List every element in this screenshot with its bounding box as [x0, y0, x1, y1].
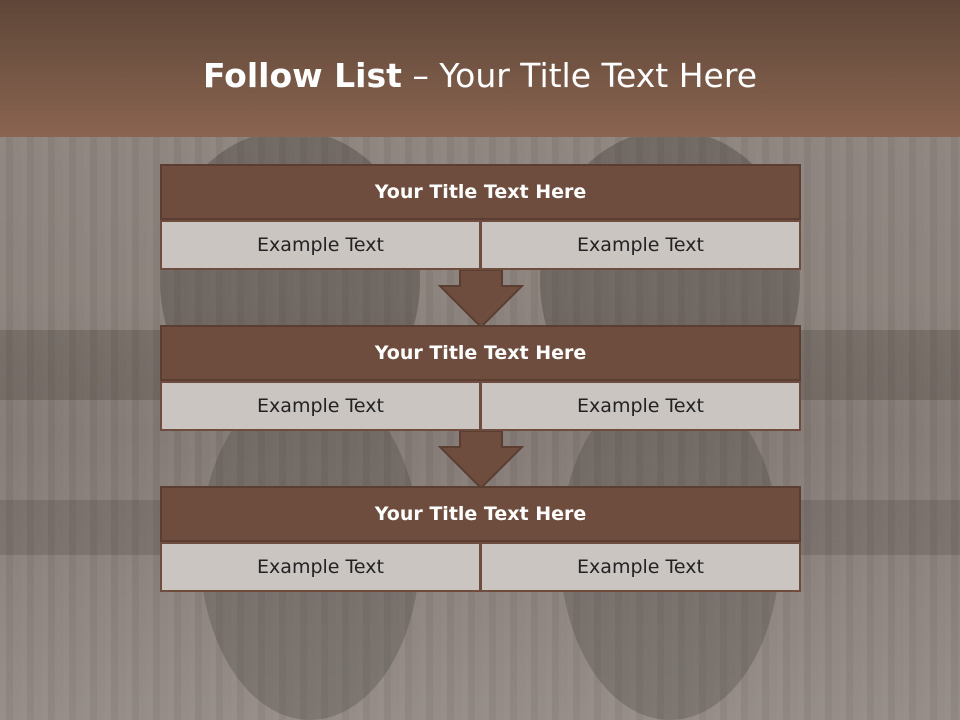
block-title: Your Title Text Here [160, 486, 801, 542]
title-text: Your Title Text Here [439, 56, 758, 95]
block-cell-left: Example Text [160, 542, 481, 592]
header-bar [0, 0, 960, 137]
down-arrow-icon [438, 270, 524, 328]
slide-title: Follow List – Your Title Text Here [0, 56, 960, 95]
block-cell-left: Example Text [160, 381, 481, 431]
title-separator: – [401, 56, 440, 95]
block-row: Example Text Example Text [160, 220, 801, 270]
block-cell-right: Example Text [481, 220, 801, 270]
list-block-1: Your Title Text Here Example Text Exampl… [160, 164, 801, 270]
block-row: Example Text Example Text [160, 381, 801, 431]
title-bold: Follow List [202, 56, 402, 95]
list-block-2: Your Title Text Here Example Text Exampl… [160, 325, 801, 431]
block-cell-right: Example Text [481, 381, 801, 431]
list-block-3: Your Title Text Here Example Text Exampl… [160, 486, 801, 592]
block-title: Your Title Text Here [160, 164, 801, 220]
block-cell-right: Example Text [481, 542, 801, 592]
block-row: Example Text Example Text [160, 542, 801, 592]
down-arrow-icon [438, 431, 524, 489]
block-title: Your Title Text Here [160, 325, 801, 381]
block-cell-left: Example Text [160, 220, 481, 270]
